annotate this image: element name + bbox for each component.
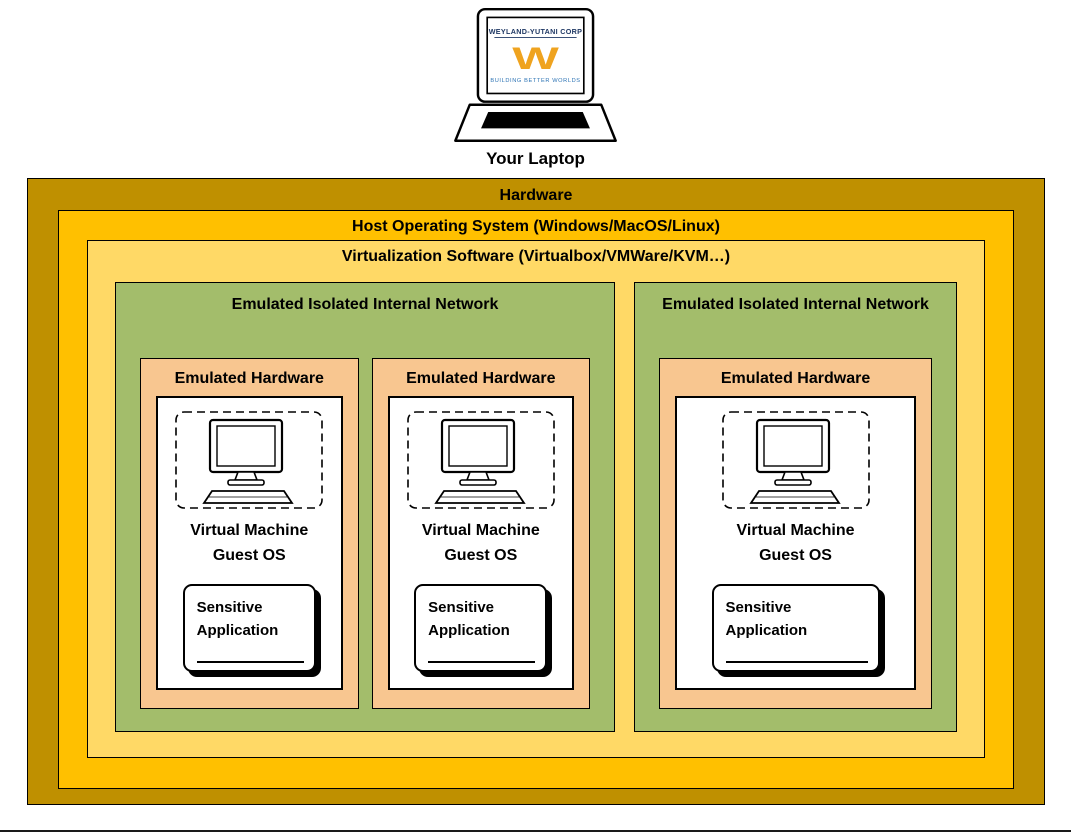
laptop-section: WEYLAND-YUTANI CORP W BUILDING BETTER WO… — [0, 6, 1071, 169]
emulated-hardware-label-3: Emulated Hardware — [720, 370, 871, 387]
hardware-layer: Hardware Host Operating System (Windows/… — [27, 178, 1045, 805]
logo-w-mark: W — [512, 40, 560, 76]
sensitive-app-label-1: Sensitive Application — [196, 599, 279, 639]
internal-network-1: Emulated Isolated Internal Network Emula… — [115, 282, 616, 732]
sensitive-app-label-3: Sensitive Application — [725, 599, 808, 639]
app-card-bottom-line — [196, 661, 304, 663]
sensitive-app-card-1: Sensitive Application — [182, 584, 316, 672]
virtualization-label: Virtualization Software (Virtualbox/VMWa… — [341, 248, 731, 265]
app-card-bottom-line — [725, 661, 868, 663]
app-card-bottom-line — [428, 661, 536, 663]
desktop-computer-icon — [721, 410, 871, 515]
internal-network-2-label: Emulated Isolated Internal Network — [662, 296, 929, 313]
logo-tagline-text: BUILDING BETTER WORLDS — [490, 78, 580, 84]
laptop-label: Your Laptop — [486, 149, 585, 168]
sensitive-app-card-2: Sensitive Application — [414, 584, 548, 672]
emulated-hardware-label-2: Emulated Hardware — [406, 370, 556, 387]
vm-guest-box-1: Virtual Machine Guest OS Sensitive Appli… — [156, 396, 343, 690]
logo-company-text: WEYLAND-YUTANI CORP — [489, 27, 583, 36]
virtualization-layer: Virtualization Software (Virtualbox/VMWa… — [87, 240, 985, 758]
vm-card-3: Emulated Hardware — [659, 358, 932, 709]
vm-os-label-2: Virtual Machine Guest OS — [421, 522, 540, 564]
host-os-layer: Host Operating System (Windows/MacOS/Lin… — [58, 210, 1014, 789]
vm-guest-box-2: Virtual Machine Guest OS Sensitive Appli… — [387, 396, 575, 690]
vm-os-label-3: Virtual Machine Guest OS — [736, 522, 855, 564]
vm-card-2: Emulated Hardware — [371, 358, 591, 709]
vm-guest-box-3: Virtual Machine Guest OS Sensitive Appli… — [675, 396, 916, 690]
layer-stack: Hardware Host Operating System (Windows/… — [27, 178, 1045, 805]
hardware-label: Hardware — [499, 187, 573, 204]
emulated-hardware-label-1: Emulated Hardware — [174, 370, 324, 387]
weyland-yutani-logo: WEYLAND-YUTANI CORP W BUILDING BETTER WO… — [489, 27, 583, 84]
desktop-computer-icon — [406, 410, 556, 515]
internal-network-2: Emulated Isolated Internal Network Emula… — [634, 282, 957, 732]
internal-network-1-label: Emulated Isolated Internal Network — [231, 296, 499, 313]
sensitive-app-card-3: Sensitive Application — [711, 584, 880, 672]
vm-os-label-1: Virtual Machine Guest OS — [190, 522, 309, 564]
laptop-icon: WEYLAND-YUTANI CORP W BUILDING BETTER WO… — [454, 7, 617, 142]
host-os-label: Host Operating System (Windows/MacOS/Lin… — [352, 218, 720, 235]
sensitive-app-label-2: Sensitive Application — [428, 599, 510, 639]
desktop-computer-icon — [174, 410, 324, 515]
vm-card-1: Emulated Hardware — [140, 358, 359, 709]
